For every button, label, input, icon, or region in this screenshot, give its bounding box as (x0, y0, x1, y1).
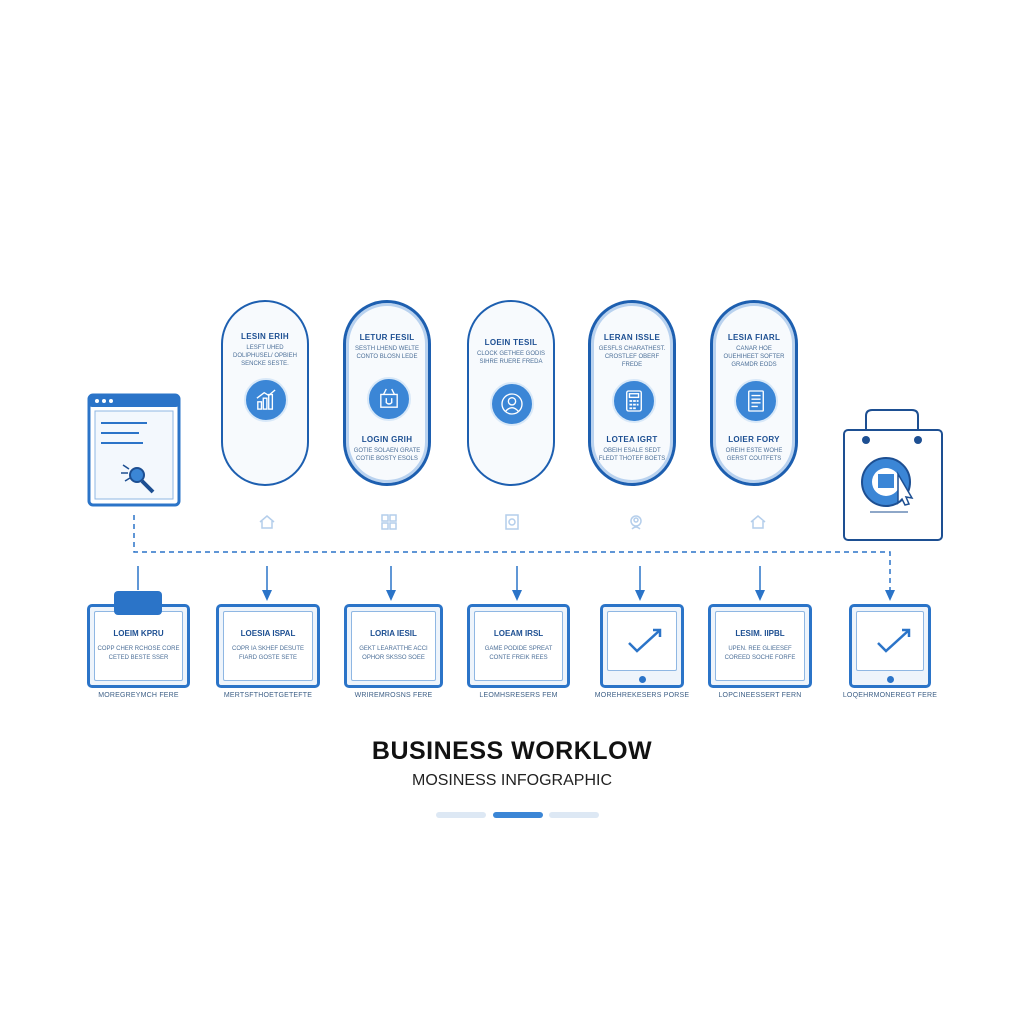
workflow-card: LOESIA ISPAL COPR IA SKHEF DESUTE FIARD … (216, 604, 320, 688)
home-button (887, 676, 894, 683)
step-text: CLOCK GETHEE GODIS SIHRE RUERE FREDA (476, 351, 545, 365)
step-icon-disc (244, 378, 288, 422)
card-screen (607, 611, 677, 671)
process-step-pill: LESIA FIARL CANAR HOE OUEHIHEET SOFTER G… (710, 300, 798, 486)
arrow-down-icon (386, 566, 396, 601)
card-text: COPR IA SKHEF DESUTE FIARD GOSTE SETE (231, 646, 304, 661)
card-title: LOEIM KPRU (113, 629, 164, 638)
page-indicator-dot[interactable] (549, 812, 599, 818)
step-title: LETUR FESIL (359, 333, 415, 342)
card-title: LORIA IESIL (370, 629, 417, 638)
grid-icon (381, 514, 397, 530)
document-small-icon (505, 514, 519, 530)
card-caption: LEOMHSRESERS FEM (479, 692, 558, 699)
card-body (223, 611, 313, 681)
workflow-card: LOEAM IRSL GAME PODIDE SPREAT CONTE FREI… (467, 604, 570, 688)
card-caption: MOREGREYMCH FERE (98, 692, 179, 699)
process-step-pill: LESIN ERIH LESFT UHED DOLIPHUSEL/ OPBIEH… (221, 300, 309, 486)
card-title: LOEAM IRSL (493, 629, 544, 638)
home-button (639, 676, 646, 683)
page-indicator-dot[interactable] (436, 812, 486, 818)
person-icon (501, 393, 523, 415)
process-step-pill: LOEIN TESIL CLOCK GETHEE GODIS SIHRE RUE… (467, 300, 555, 486)
workflow-card: LESIM. IIPBL UPEN. REE GLIEESEF COREED S… (708, 604, 812, 688)
process-step-pill: LERAN ISSLE GESFLS CHARATHEST. CROSTLEF … (588, 300, 676, 486)
card-caption: LOQEHRMONEREGT FERE (842, 692, 938, 699)
step-icon-disc (734, 379, 778, 423)
step-title-secondary: LOTEA IGRT (606, 435, 658, 444)
step-icon-disc (490, 382, 534, 426)
basket-icon (380, 388, 398, 408)
card-body (351, 611, 436, 681)
card-text: GAME PODIDE SPREAT CONTE FREIK REES (484, 646, 553, 661)
arrow-down-icon (262, 566, 272, 601)
step-title-secondary: LOIER FORY (728, 435, 780, 444)
step-title: LESIN ERIH (241, 332, 289, 341)
step-icon-disc (612, 379, 656, 423)
arrow-down-icon (885, 590, 895, 601)
user-small-icon (630, 515, 642, 530)
step-text: CANAR HOE OUEHIHEET SOFTER GRAMDR EODS (723, 346, 785, 368)
card-title: LOESIA ISPAL (240, 629, 296, 638)
card-title: LESIM. IIPBL (735, 629, 785, 638)
checkmark-trend-icon (877, 628, 911, 653)
checkmark-trend-icon (628, 628, 662, 653)
browser-search-icon (87, 393, 181, 507)
card-caption: WRIREMROSNS FERE (354, 692, 433, 699)
arrow-down-icon (755, 566, 765, 601)
bar-chart-icon (256, 389, 276, 410)
card-body (94, 611, 183, 681)
card-caption: MOREHREKESERS PORSE (594, 692, 690, 699)
arrow-down-icon (512, 566, 522, 601)
infographic-subtitle: MOSINESS INFOGRAPHIC (411, 772, 613, 789)
arrow-down-icon (635, 566, 645, 601)
card-caption: MERTSFTHOETGETEFTE (223, 692, 313, 699)
step-text: LESFT UHED DOLIPHUSEL/ OPBIEH SENCKE SES… (232, 345, 298, 367)
shopping-bag-icon (843, 409, 943, 541)
step-title-secondary: LOGIN GRIH (361, 435, 413, 444)
home-icon (259, 515, 275, 529)
step-text-secondary: OBEIH ESALE SEDT FLEDT THOTEF BOETS (598, 448, 666, 462)
tablet-card (849, 604, 931, 688)
step-icon-disc (367, 377, 411, 421)
document-icon (748, 390, 764, 412)
infographic-title: BUSINESS WORKLOW (371, 737, 653, 765)
card-text: GEKT LEARATTHE ACCI OPHOR SKSSO SOEE (359, 646, 428, 661)
workflow-card: LORIA IESIL GEKT LEARATTHE ACCI OPHOR SK… (344, 604, 443, 688)
step-title: LERAN ISSLE (603, 333, 661, 342)
step-title: LOEIN TESIL (484, 338, 538, 347)
card-tab (114, 591, 162, 615)
step-text: GESFLS CHARATHEST. CROSTLEF OBERF FREDE (598, 346, 666, 368)
card-caption: LOPCINEESSERT FERN (718, 692, 802, 699)
process-step-pill: LETUR FESIL SESTH LHEND WELTE CONTO BLOS… (343, 300, 431, 486)
card-text: UPEN. REE GLIEESEF COREED SOCHE FORFE (724, 646, 796, 661)
card-screen (856, 611, 924, 671)
home-icon (750, 515, 766, 529)
step-title: LESIA FIARL (727, 333, 781, 342)
step-text-secondary: OREIH ESTE WOHE GERST COUTFETS (725, 448, 783, 462)
calculator-icon (626, 390, 642, 412)
card-body (715, 611, 805, 681)
step-text: SESTH LHEND WELTE CONTO BLOSN LEDE (355, 346, 419, 360)
workflow-card: LOEIM KPRU COPP CHER RCHOSE CORE CETED B… (87, 591, 190, 688)
page-indicator-dot-active[interactable] (493, 812, 543, 818)
card-text: COPP CHER RCHOSE CORE CETED BESTE SSER (97, 646, 180, 661)
dashed-connector (133, 515, 891, 590)
tablet-card (600, 604, 684, 688)
step-text-secondary: GOTIE SOLAEN GRATE COTIE BOSTY ESOLS (353, 448, 421, 462)
card-body (474, 611, 563, 681)
